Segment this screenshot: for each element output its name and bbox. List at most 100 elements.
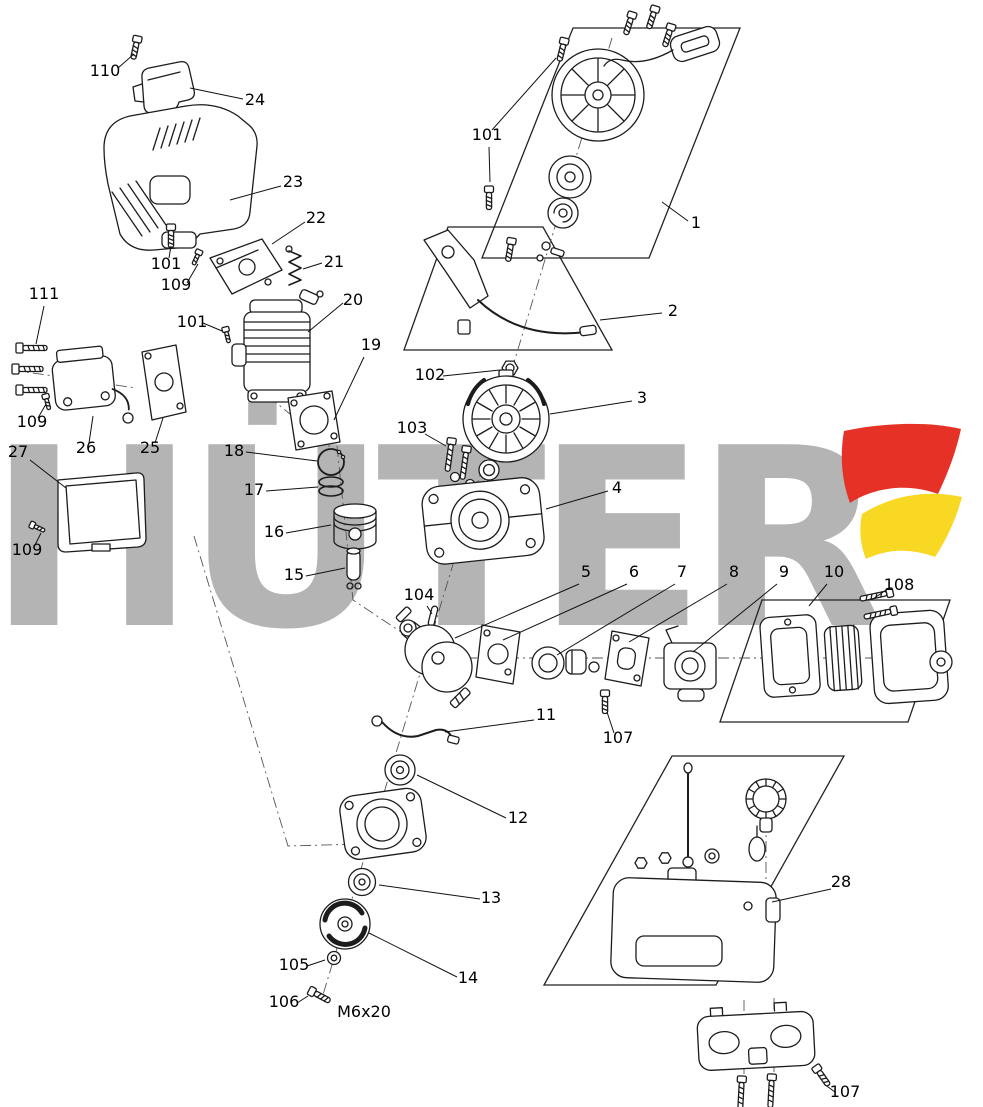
callout-label-8: 8 — [729, 562, 739, 581]
bracket-screw-icon — [735, 1075, 748, 1107]
callout-leader-110 — [117, 53, 135, 69]
callout-label-101: 101 — [177, 312, 208, 331]
part-2-throttle-handle — [423, 229, 597, 337]
callout-label-13: 13 — [481, 888, 501, 907]
callout-leader-21 — [302, 262, 323, 270]
part-27-cover — [57, 472, 147, 553]
axis-left-construction — [193, 535, 399, 847]
callout-leader-5 — [454, 583, 580, 639]
callout-leader-102 — [442, 369, 501, 377]
brand-logo — [841, 423, 962, 559]
callout-label-107: 107 — [830, 1082, 861, 1101]
logo-yellow-swoosh — [860, 493, 962, 559]
callout-label-103: 103 — [397, 418, 428, 437]
callout-label-26: 26 — [76, 438, 96, 457]
assembly-box-10 — [719, 599, 951, 723]
callout-label-101: 101 — [151, 254, 182, 273]
callout-leader-108 — [872, 589, 887, 600]
part-22-plate — [209, 238, 283, 295]
callout-leader-101 — [491, 57, 557, 131]
part-24-bracket — [132, 60, 196, 114]
part-7-seal — [531, 646, 600, 680]
callout-label-25: 25 — [140, 438, 160, 457]
callout-label-16: 16 — [264, 522, 284, 541]
part-18-circlip — [317, 448, 346, 476]
callout-label-106: 106 — [269, 992, 300, 1011]
callout-leader-101 — [488, 146, 491, 183]
part-3-flywheel — [462, 369, 550, 463]
callout-leader-111 — [35, 305, 45, 345]
part-crankcase-lower — [339, 787, 427, 860]
callout-leader-13 — [378, 884, 481, 900]
callout-leader-101 — [202, 322, 223, 332]
callout-label-109: 109 — [161, 275, 192, 294]
callout-leader-28 — [771, 888, 832, 903]
callout-label-101: 101 — [472, 125, 503, 144]
callout-leader-8 — [628, 583, 728, 643]
screw-109-coil-icon — [40, 392, 54, 412]
part-16-piston — [333, 503, 377, 550]
part-13-bearing — [347, 867, 377, 897]
callout-leader-6 — [502, 583, 628, 641]
part-9-carburetor — [663, 625, 717, 702]
starter-screw-icon — [554, 36, 571, 63]
callout-leader-25 — [154, 417, 164, 444]
screw-101-plate-icon — [220, 325, 233, 345]
callout-label-111: 111 — [29, 284, 60, 303]
part-12-bearing — [384, 754, 416, 786]
part-25-plate — [141, 344, 187, 421]
callout-leader-7 — [556, 583, 676, 656]
part-4-crankcase — [421, 477, 545, 565]
callout-label-4: 4 — [612, 478, 622, 497]
part-106-bolt — [306, 985, 333, 1006]
callout-leader-107 — [606, 711, 615, 734]
callout-leader-103 — [424, 433, 447, 447]
part-20-cylinder — [231, 289, 324, 403]
callout-label-27: 27 — [8, 442, 28, 461]
callout-label-5: 5 — [581, 562, 591, 581]
callout-label-7: 7 — [677, 562, 687, 581]
assembly-boxes — [403, 27, 951, 986]
callout-leader-3 — [549, 400, 633, 415]
part-14-clutch — [319, 898, 371, 950]
callout-label-19: 19 — [361, 335, 381, 354]
screw-109-cover-icon — [189, 247, 204, 267]
callout-leader-2 — [599, 312, 663, 321]
callout-leader-12 — [416, 774, 507, 819]
part-26-ignition-coil — [51, 345, 134, 424]
callout-label-21: 21 — [324, 252, 344, 271]
callout-leader-107 — [823, 1083, 836, 1093]
part-21-spring — [285, 245, 302, 286]
bracket-screw-icon — [765, 1073, 778, 1107]
callout-leader-109 — [33, 532, 42, 548]
callout-leader-16 — [285, 524, 332, 534]
part-11-wire — [371, 715, 460, 745]
callout-leader-11 — [444, 719, 535, 733]
callout-leader-24 — [189, 87, 244, 100]
callout-leader-10 — [808, 583, 828, 607]
callout-label-3: 3 — [637, 388, 647, 407]
screw-101-icon — [483, 185, 495, 211]
callout-leader-26 — [88, 415, 94, 444]
starter-handle — [669, 25, 721, 63]
callout-leader-106 — [296, 995, 309, 1004]
callout-leader-4 — [545, 490, 609, 510]
callout-label-18: 18 — [224, 441, 244, 460]
callout-leader-104 — [426, 605, 433, 615]
part-1-recoil-starter — [483, 3, 721, 263]
callout-leader-109 — [186, 263, 199, 284]
logo-red-swoosh — [841, 423, 961, 503]
callout-label-14: 14 — [458, 968, 478, 987]
callout-leader-17 — [265, 486, 319, 492]
part-bottom-bracket — [696, 1001, 833, 1107]
callout-leader-23 — [229, 185, 282, 201]
callout-leader-27 — [29, 459, 67, 489]
part-105-washer — [326, 950, 342, 966]
callout-label-17: 17 — [244, 480, 264, 499]
starter-screw-icon — [620, 9, 638, 37]
assembly-box-28 — [542, 755, 846, 986]
callout-label-102: 102 — [415, 365, 446, 384]
part-6-gasket — [475, 624, 521, 685]
